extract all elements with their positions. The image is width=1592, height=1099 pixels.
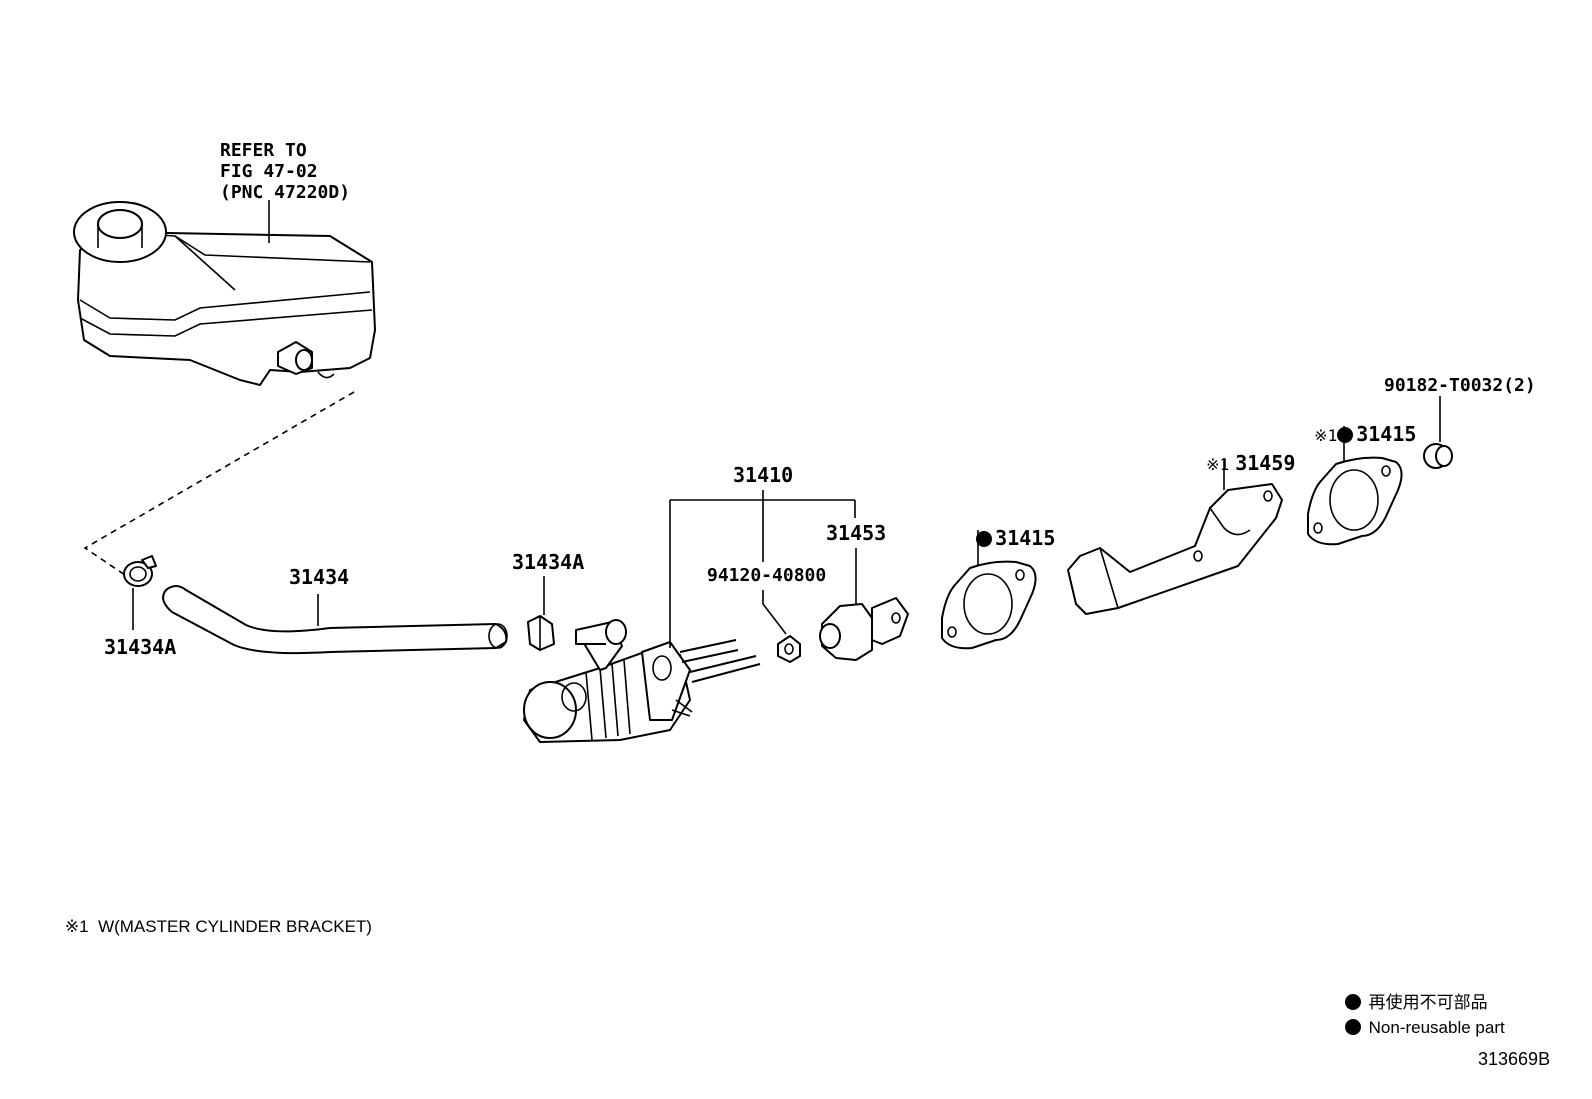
refer-to-line3: (PNC 47220D)	[220, 182, 351, 203]
label-nut: 94120-40800	[707, 565, 827, 586]
footnote: ※1 W(MASTER CYLINDER BRACKET)	[64, 917, 372, 936]
hose-clamp-icon	[527, 615, 555, 651]
master-cylinder-icon	[523, 619, 761, 743]
gasket-icon	[1307, 456, 1403, 546]
label-clamp-right: 31434A	[512, 550, 585, 574]
label-bush: 90182-T0032(2)	[1384, 375, 1536, 396]
gasket-icon	[941, 560, 1037, 650]
refer-to-line2: FIG 47-02	[220, 161, 318, 182]
non-reusable-dot-icon	[976, 531, 993, 547]
legend-line-en: Non-reusable part	[1326, 1002, 1505, 1053]
non-reusable-dot-icon	[1344, 994, 1361, 1010]
hose-clamp-icon	[123, 555, 157, 587]
reservoir-tank-icon	[73, 201, 376, 386]
non-reusable-dot-icon	[1337, 427, 1354, 443]
label-hose: 31434	[289, 565, 350, 589]
refer-to-line1: REFER TO	[220, 140, 307, 161]
clevis-icon	[819, 597, 909, 661]
bush-icon	[1423, 443, 1453, 469]
leader-nut	[762, 590, 787, 635]
nut-icon	[777, 635, 801, 663]
label-clamp-left: 31434A	[104, 635, 177, 659]
label-gasket-1: 31415	[928, 508, 1055, 568]
connection-dashed-line	[83, 391, 355, 576]
legend-line-jp: 再使用不可部品	[1326, 977, 1488, 1028]
figure-id: 313669B	[1478, 1049, 1551, 1069]
non-reusable-dot-icon	[1344, 1019, 1361, 1035]
leader-master-cylinder	[669, 490, 856, 648]
hose-icon	[162, 585, 508, 655]
label-clevis: 31453	[826, 521, 887, 545]
label-master-cylinder: 31410	[733, 463, 794, 487]
bracket-icon	[1067, 483, 1283, 615]
